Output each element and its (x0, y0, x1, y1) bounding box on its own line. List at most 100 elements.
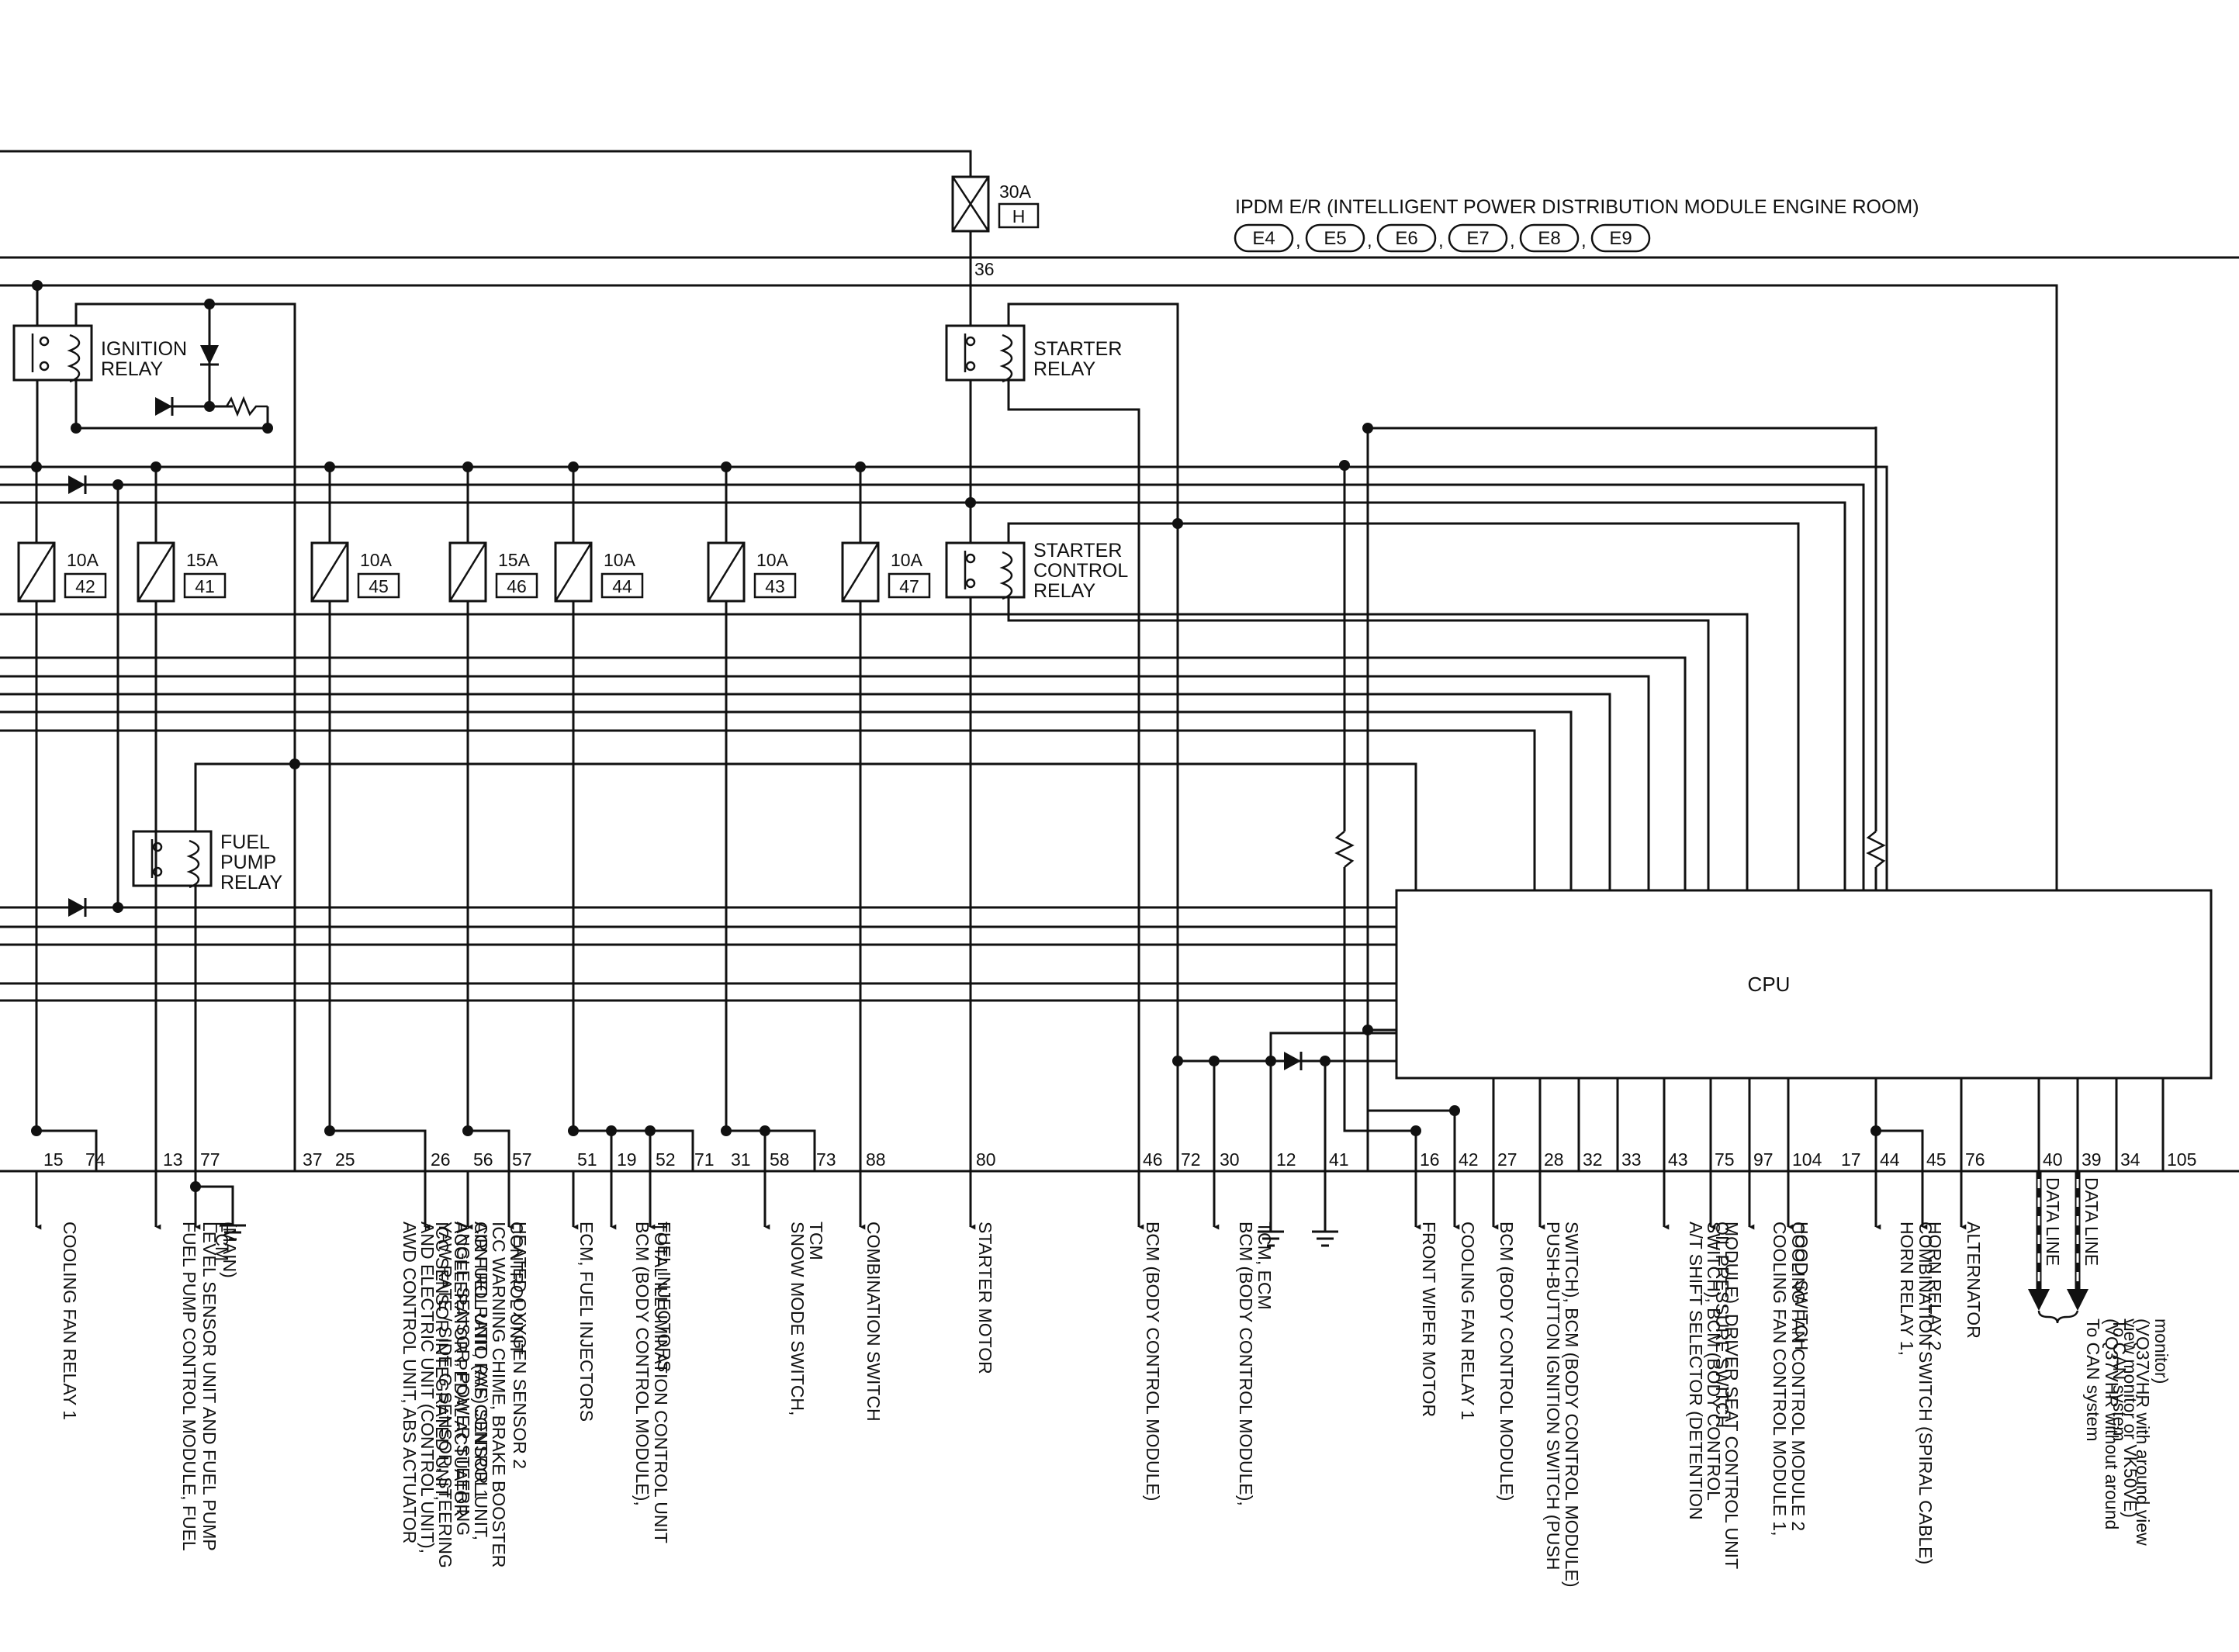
pin-number: 16 (1420, 1149, 1440, 1170)
destination-label: AND ELECTRIC UNIT (CONTROL UNIT), (417, 1222, 438, 1554)
destination-label: FRONT WIPER MOTOR (1419, 1222, 1439, 1417)
pin-number: 76 (1965, 1149, 1985, 1170)
destination-label: BCM (BODY CONTROL MODULE) (1497, 1222, 1517, 1501)
connector-label: E9 (1609, 228, 1632, 249)
module-title: IPDM E/R (INTELLIGENT POWER DISTRIBUTION… (1235, 196, 1919, 218)
starter-relay: STARTER RELAY (945, 302, 1179, 1171)
relay-label-line: STARTER (1033, 540, 1122, 562)
fuse-id: 45 (369, 576, 389, 596)
destination-label: BCM (BODY CONTROL MODULE), (632, 1222, 652, 1506)
connector-oval: E8 (1519, 223, 1580, 253)
svg-text:,: , (1367, 230, 1372, 251)
destination-label: HEATED OXYGEN SENSOR 2 (510, 1222, 530, 1469)
pin-number: 57 (512, 1149, 532, 1170)
fuse-id: 41 (195, 576, 215, 596)
relay-label-line: FUEL (220, 831, 270, 853)
destination-label: BCM (BODY CONTROL MODULE) (1143, 1222, 1163, 1501)
destination-label: AIR FUEL RATIO (A/F) SENSOR 1 (471, 1222, 491, 1499)
pin-number: 30 (1220, 1149, 1240, 1170)
pin-number: 41 (1329, 1149, 1349, 1170)
pin-number: 32 (1583, 1149, 1603, 1170)
destination-label: COOLING FAN RELAY 1 (60, 1222, 80, 1420)
destination-label: FUEL PUMP CONTROL MODULE, FUEL (179, 1222, 199, 1551)
can-system-note: monitor) (2151, 1318, 2172, 1384)
destination-label: HORN RELAY 2 (1925, 1222, 1945, 1351)
pin-number: 75 (1715, 1149, 1735, 1170)
relay-label-line: IGNITION (101, 338, 187, 360)
destination-label: ALTERNATOR (1964, 1222, 1984, 1339)
connector-oval: E5 (1305, 223, 1365, 253)
cpu-block: CPU (1395, 889, 2213, 1080)
svg-text:,: , (1438, 230, 1444, 251)
destination-label: AWD CONTROL UNIT, ABS ACTUATOR (400, 1222, 420, 1543)
main-fuse-pin: 36 (974, 259, 995, 279)
destination-label: CONTROL UNIT, RAS CONTROL UNIT, (471, 1222, 491, 1540)
pin-number: 73 (816, 1149, 836, 1170)
pin-numbers: 15 74 13 77 37 25 26 56 57 51 19 52 71 3… (43, 1149, 2196, 1170)
pin-number: 51 (577, 1149, 597, 1170)
pin-number: 25 (335, 1149, 355, 1170)
can-system-note: view monitor or VK50VE) (2120, 1318, 2140, 1518)
fuse-46: 15A 46 (448, 541, 538, 603)
fuse-41: 15A 41 (137, 541, 227, 603)
destination-label: OIL PRESSURE SWITCH (1712, 1222, 1732, 1428)
pin-number: 40 (2043, 1149, 2063, 1170)
fuse-id: 42 (75, 576, 95, 596)
destination-label: PUSH-BUTTON IGNITION SWITCH (PUSH (1543, 1222, 1563, 1570)
svg-text:,: , (1581, 230, 1587, 251)
connector-oval: E9 (1590, 223, 1651, 253)
pin-number: 105 (2167, 1149, 2196, 1170)
pin-number: 71 (694, 1149, 715, 1170)
destination-label: MODULE), DRIVER SEAT CONTROL UNIT (1722, 1222, 1742, 1569)
pin-number: 42 (1459, 1149, 1479, 1170)
can-system-note: To CAN system (2109, 1318, 2130, 1441)
destination-label: LEVEL SENSOR UNIT AND FUEL PUMP (199, 1222, 220, 1551)
relay-label-line: RELAY (1033, 358, 1095, 380)
relay-label-line: PUMP (220, 852, 276, 873)
destination-label: COOLING FAN RELAY 1 (1458, 1222, 1478, 1420)
data-line-label: DATA LINE (2043, 1177, 2063, 1266)
destination-label: YAW RATE / SIDE G SENSOR, STEERING (435, 1222, 455, 1568)
fuel-pump-relay: FUEL PUMP RELAY (132, 759, 1417, 1171)
fuse-rating: 10A (360, 550, 393, 570)
destination-label: COOLING FAN CONTROL MODULE 1, (1770, 1222, 1790, 1536)
connector-label: E5 (1324, 228, 1346, 249)
module-border (0, 256, 2239, 1173)
pin-number: 19 (617, 1149, 637, 1170)
pin-number: 13 (163, 1149, 183, 1170)
destination-label: ECM, FUEL INJECTORS (576, 1222, 597, 1422)
pin-number: 58 (770, 1149, 790, 1170)
pin-number: 33 (1621, 1149, 1642, 1170)
pin-number: 44 (1880, 1149, 1900, 1170)
cpu-label: CPU (1748, 973, 1791, 996)
destination-label: ICC WARNING CHIME, BRAKE BOOSTER (489, 1222, 509, 1567)
can-system-note: (VQ37VHR with around view (2133, 1318, 2153, 1546)
fuse-42: 10A 42 (17, 541, 107, 603)
relay-label-line: CONTROL (1033, 560, 1128, 582)
fuse-row: 10A 42 15A 41 10A 45 15A 46 (17, 541, 931, 603)
fuse-rating: 10A (756, 550, 789, 570)
pin-number: 77 (200, 1149, 220, 1170)
fuse-id: 47 (899, 576, 919, 596)
relay-label-line: STARTER (1033, 338, 1122, 360)
pin-number: 27 (1497, 1149, 1517, 1170)
destination-label: (MAIN) (220, 1222, 240, 1278)
destination-label: TCM, ECM (1254, 1222, 1275, 1310)
battery-feed (0, 150, 972, 177)
fuse-rating: 10A (604, 550, 636, 570)
fuse-rating: 15A (498, 550, 531, 570)
pin-number: 104 (1792, 1149, 1822, 1170)
destination-label: COMBINATION SWITCH (863, 1222, 884, 1422)
destination-label: SWITCH), BCM (BODY CONTROL MODULE) (1562, 1222, 1582, 1588)
fuse-47: 10A 47 (841, 541, 931, 603)
connector-label: E8 (1538, 228, 1560, 249)
pin-number: 52 (656, 1149, 676, 1170)
pin-number: 72 (1181, 1149, 1201, 1170)
ignition-relay: IGNITION RELAY (12, 280, 296, 776)
pin-number: 46 (1143, 1149, 1163, 1170)
fuse-rating: 15A (186, 550, 219, 570)
fuse-43: 10A 43 (707, 541, 797, 603)
cpu-wiring (1172, 423, 2165, 1232)
pin-number: 37 (303, 1149, 323, 1170)
connector-oval: E6 (1376, 223, 1437, 253)
